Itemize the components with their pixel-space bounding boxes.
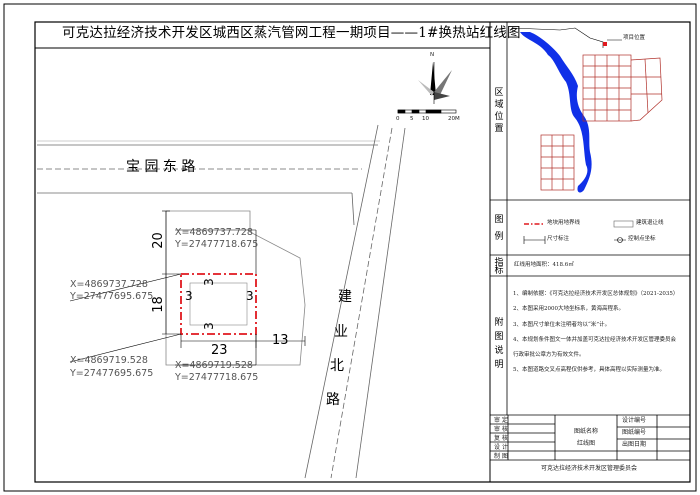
urban-grid-south [540, 134, 575, 191]
dim-inner-south: 3 [201, 322, 216, 330]
notes-header-1: 附 [494, 318, 504, 328]
site-red-line [180, 273, 257, 335]
dim-inner-east: 3 [246, 289, 254, 303]
note-5: 5、本图道路交叉点高程仅供参考，具体高程以实际测量为准。 [513, 367, 666, 373]
scale-tick-5: 5 [410, 116, 414, 122]
indicator-area: 红线用地面积：418.6㎡ [514, 262, 574, 268]
inner-setback-line [189, 282, 248, 326]
dim-height: 18 [150, 296, 166, 313]
note-4: 4、本规划条件图文一体并加盖可克达拉经济技术开发区管理委员会 [513, 337, 677, 343]
scale-tick-0: 0 [396, 116, 400, 122]
location-header-4: 置 [494, 124, 504, 134]
legend-symbols [523, 220, 634, 244]
road-label-jianye-2: 业 [334, 324, 348, 340]
note-1: 1、编制依据：《可克达拉经济技术开发区总体规划》（2021-2035） [513, 291, 679, 297]
legend-control-point: 控制点坐标 [628, 236, 656, 242]
scale-bar [397, 109, 457, 114]
baoyuan-east-road [37, 140, 380, 194]
outer-frame [3, 3, 697, 492]
dim-east-setback: 13 [272, 333, 289, 348]
road-label-jianye-3: 北 [330, 358, 344, 374]
tb-drawing-name-label: 图纸名称 [574, 428, 599, 435]
location-header-3: 位 [494, 112, 504, 122]
note-4-cont: 行政审批公章方为有效文件。 [513, 352, 585, 358]
coord-se-y: Y=27477718.675 [175, 372, 259, 383]
drawing-title: 可克达拉经济技术开发区城西区蒸汽管网工程一期项目——1#换热站红线图 [62, 25, 521, 41]
jianye-north-road [304, 124, 406, 479]
tb-row-design: 设 计 [494, 444, 508, 451]
tb-issue-date: 出图日期 [622, 441, 647, 448]
inner-frame [34, 21, 691, 483]
tb-design-no: 设计编号 [622, 417, 647, 424]
road-label-baoyuan-east: 宝 园 东 路 [126, 159, 196, 175]
urban-grid-north [582, 54, 663, 122]
coord-sw-x: X=4869719.528 [70, 355, 148, 366]
tb-drawing-name: 红线图 [577, 440, 596, 447]
coord-ne-y: Y=27477718.675 [175, 239, 259, 250]
side-panel-grid [490, 22, 690, 461]
project-location-label: 项目位置 [623, 35, 646, 41]
legend-header-2: 例 [494, 232, 504, 242]
note-3: 3、本图尺寸单位未注明者均以“米”计。 [513, 322, 611, 328]
road-label-jianye-4: 路 [326, 392, 340, 408]
coord-nw-y: Y=27477695.675 [70, 291, 154, 302]
dim-width: 23 [211, 343, 228, 358]
indicator-header-1: 指 [494, 258, 504, 268]
legend-building-line: 建筑退让线 [636, 220, 664, 226]
legend-dim-mark: 尺寸标注 [547, 236, 570, 242]
coord-sw-y: Y=27477695.675 [70, 368, 154, 379]
coord-nw-x: X=4869737.728 [70, 279, 148, 290]
tb-row-draft: 制 图 [494, 453, 508, 460]
dimension-lines [69, 210, 306, 366]
notes-header-4: 明 [494, 360, 504, 370]
indicator-header-2: 标 [494, 266, 504, 276]
north-label: N [430, 52, 435, 58]
scale-tick-10: 10 [422, 116, 429, 122]
dim-north-setback: 20 [150, 232, 166, 249]
location-header-1: 区 [494, 88, 504, 98]
coord-ne-x: X=4869737.728 [175, 227, 253, 238]
notes-header-3: 说 [494, 346, 504, 356]
tb-row-review: 审 核 [494, 426, 508, 433]
project-location-marker [603, 42, 607, 46]
river [520, 32, 592, 193]
notes-header-2: 图 [494, 332, 504, 342]
coord-se-x: X=4869719.528 [175, 360, 253, 371]
location-header-2: 域 [494, 100, 504, 110]
scale-tick-20m: 20M [448, 116, 460, 122]
tb-issuer: 可克达拉经济技术开发区管理委员会 [541, 465, 638, 472]
tb-drawing-no: 图纸编号 [622, 429, 647, 436]
legend-header-1: 图 [494, 215, 504, 225]
dim-inner-west: 3 [185, 289, 193, 303]
road-label-jianye-1: 建 [338, 289, 352, 305]
tb-row-approve: 审 定 [494, 417, 508, 424]
north-arrow [418, 62, 452, 104]
dim-inner-north: 3 [201, 278, 216, 286]
location-map [511, 27, 663, 193]
note-2: 2、本图采用2000大地坐标系，黄海高程系。 [513, 306, 624, 312]
tb-row-check: 复 核 [494, 435, 508, 442]
legend-land-boundary: 地块用地界线 [547, 220, 581, 226]
